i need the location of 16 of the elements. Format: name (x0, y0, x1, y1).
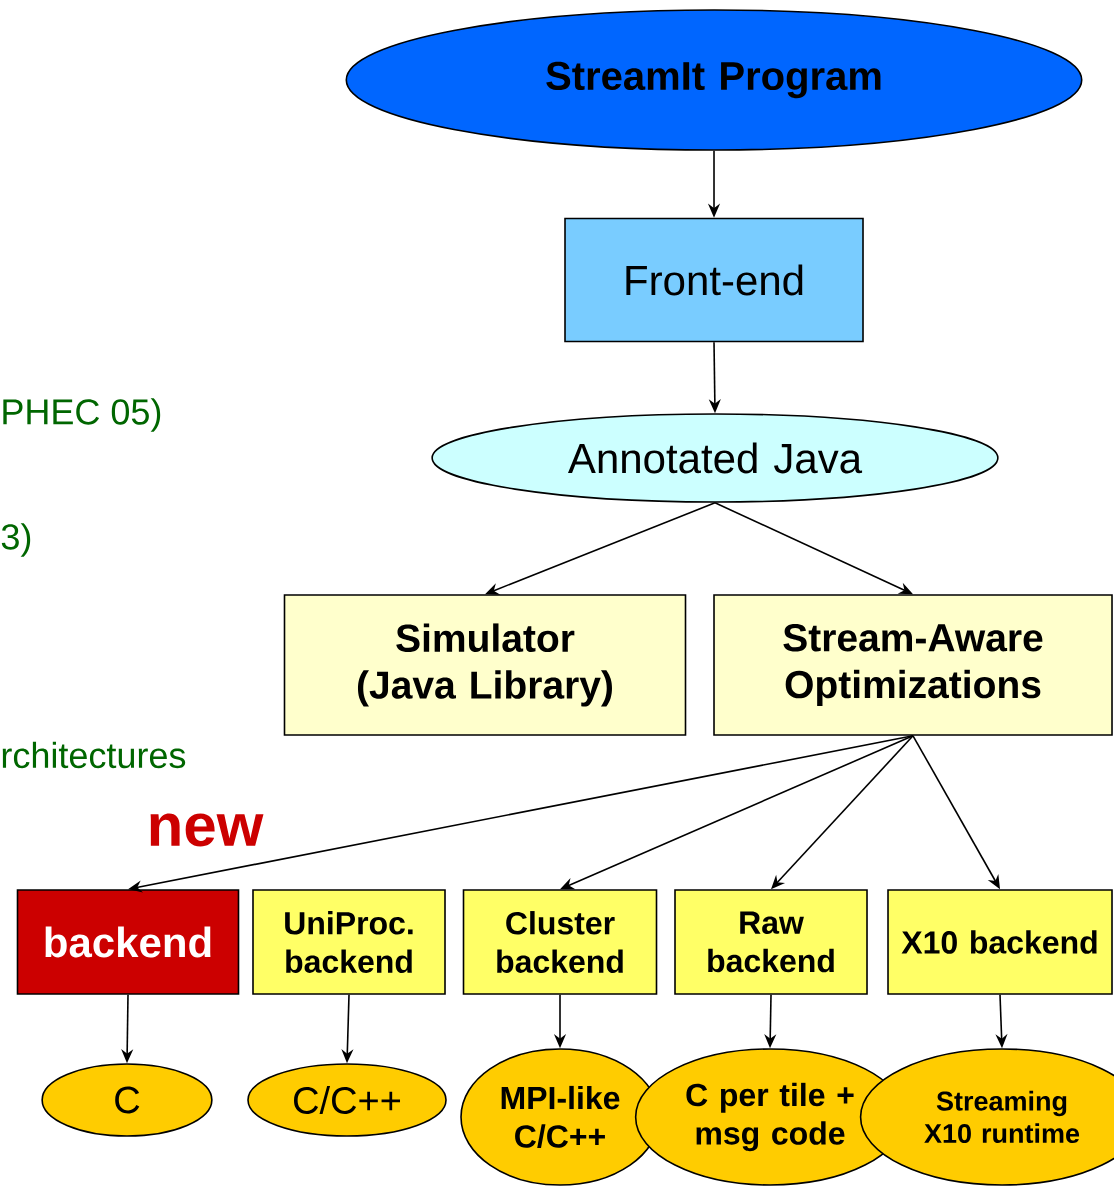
node-label: Streaming X10 runtime (924, 1090, 1080, 1144)
process-box: Stream-Aware Optimizations (713, 594, 1113, 736)
backend-box: UniProc. backend (252, 889, 446, 995)
backend-box: X10 backend (887, 889, 1113, 995)
process-box: Front-end (564, 217, 864, 343)
ellipse-node: Annotated Java (431, 413, 999, 503)
backend-box: Raw backend (674, 889, 868, 995)
backend-box: backend (16, 889, 240, 995)
new-label: new (150, 813, 264, 847)
note-text: 3) (1, 523, 31, 557)
note-text: rchitectures (2, 741, 186, 769)
ellipse-node: StreamIt Program (345, 9, 1083, 151)
note-text: PHEC 05) (3, 398, 161, 432)
backend-box: Cluster backend (462, 889, 658, 995)
node-label: C per tile + msg code (686, 1082, 854, 1152)
process-box: Simulator (Java Library) (283, 594, 687, 736)
